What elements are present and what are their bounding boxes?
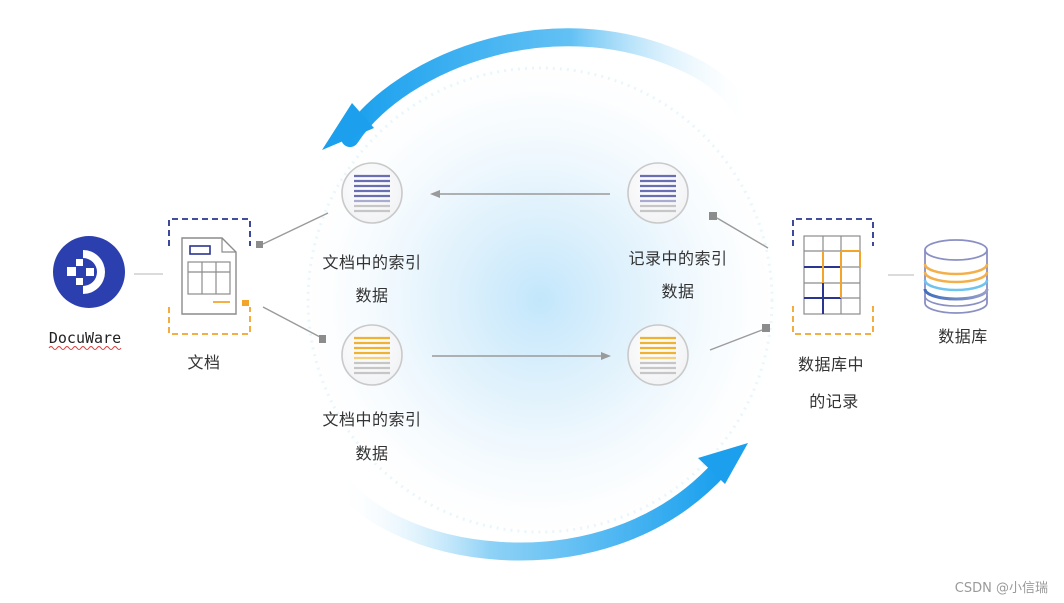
connector-endpoint <box>709 212 717 220</box>
doc-index-bottom-label-line1: 文档中的索引 <box>322 410 421 429</box>
arrow-left-icon <box>430 190 610 198</box>
connector-endpoint <box>762 324 770 332</box>
doc-index-top-label-line1: 文档中的索引 <box>322 253 421 272</box>
lines-list-icon <box>627 324 689 386</box>
connector-line <box>262 306 321 338</box>
database-cylinder-icon <box>923 239 989 314</box>
document-label: 文档 <box>187 353 220 372</box>
brand-name: DocuWare <box>49 329 121 347</box>
watermark: CSDN @小信瑞 <box>955 581 1048 596</box>
db-record-label-line1: 数据库中 <box>798 355 864 374</box>
connector-endpoint <box>319 335 326 343</box>
curved-arrow-icon <box>327 443 748 561</box>
lines-list-icon <box>341 324 403 386</box>
connector-line <box>262 212 329 245</box>
db-record-label-line2: 的记录 <box>809 392 859 411</box>
docuware-logo-icon <box>53 236 125 308</box>
lines-list-icon <box>627 162 689 224</box>
database-label: 数据库 <box>938 327 988 346</box>
curved-arrow-icon <box>322 28 761 150</box>
arrow-right-icon <box>432 352 611 360</box>
lines-list-icon <box>341 162 403 224</box>
connector-line <box>709 329 763 351</box>
connector-line <box>716 217 769 249</box>
glow-ring <box>306 66 774 534</box>
brand-underline <box>48 346 122 350</box>
table-grid-icon <box>792 218 874 335</box>
doc-index-bottom-label-line2: 数据 <box>355 444 388 463</box>
record-index-label-line1: 记录中的索引 <box>628 249 727 268</box>
record-index-label-line2: 数据 <box>661 282 694 301</box>
doc-index-top-label-line2: 数据 <box>355 286 388 305</box>
document-form-icon <box>168 218 263 335</box>
